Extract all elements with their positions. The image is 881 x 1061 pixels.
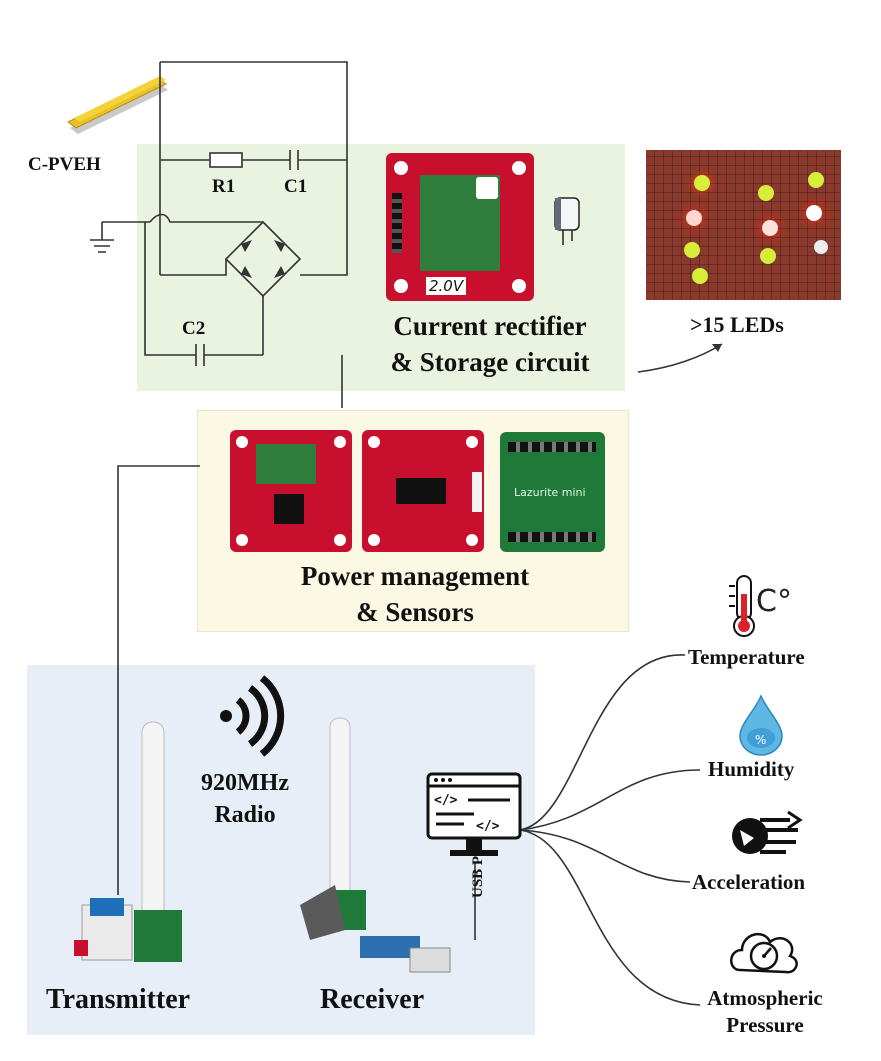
rectifier-board: 2.0V xyxy=(386,153,534,301)
rectifier-board-marking: 2.0V xyxy=(426,277,467,295)
computer-code-icon: </> </> xyxy=(426,772,522,856)
power-caption-line1: Power management xyxy=(300,561,530,591)
acceleration-icon xyxy=(732,810,803,854)
receiver-label: Receiver xyxy=(320,984,425,1015)
pressure-gauge-icon xyxy=(730,932,798,974)
capacitor2-label: C2 xyxy=(182,318,206,339)
led-board-photo xyxy=(646,150,841,300)
leds-caption: >15 LEDs xyxy=(690,312,784,337)
radio-waves-icon xyxy=(220,675,285,757)
harvester-film xyxy=(67,76,168,134)
transmitter-label: Transmitter xyxy=(46,984,191,1015)
sensor-label-acceleration: Acceleration xyxy=(692,870,806,894)
svg-text:%: % xyxy=(755,733,766,747)
sensor-board: Lazurite mini xyxy=(500,432,605,552)
sensor-label-temperature: Temperature xyxy=(688,645,805,669)
sensor-board-marking: Lazurite mini xyxy=(514,486,586,499)
svg-text:</>: </> xyxy=(476,819,500,834)
water-drop-icon: % xyxy=(739,694,783,756)
rectifier-caption-line2: & Storage circuit xyxy=(390,347,590,377)
capacitor1-label: C1 xyxy=(284,176,308,197)
radio-line1: 920MHz xyxy=(201,770,289,796)
temperature-unit: C° xyxy=(756,584,792,619)
svg-text:</>: </> xyxy=(434,793,458,808)
harvester-label: C-PVEH xyxy=(28,154,101,175)
radio-line2: Radio xyxy=(214,802,276,828)
thermometer-icon xyxy=(729,575,755,637)
radio-devices xyxy=(74,717,451,973)
resistor-label: R1 xyxy=(212,176,236,197)
power-board-2 xyxy=(362,430,484,552)
rectifier-panel xyxy=(137,144,625,391)
sensor-label-humidity: Humidity xyxy=(708,757,795,781)
sensor-label-atmospheric-pressure: Atmospheric Pressure xyxy=(707,986,823,1037)
capacitor-component-icon xyxy=(554,197,580,245)
rectifier-caption-line1: Current rectifier xyxy=(393,311,587,341)
power-caption-line2: & Sensors xyxy=(356,597,474,627)
power-board-1 xyxy=(230,430,352,552)
